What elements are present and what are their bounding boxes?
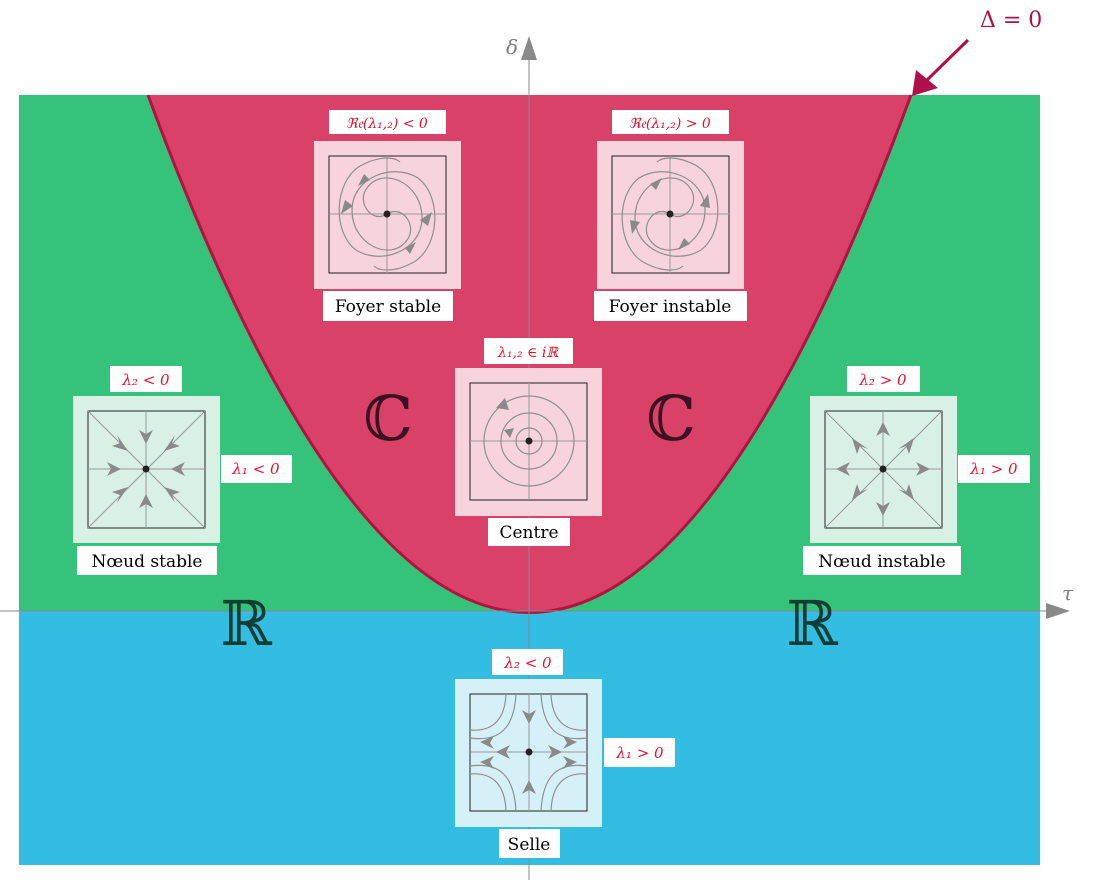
stable-node-portrait: λ₂ < 0 λ₁ < 0 Nœud stable	[73, 366, 292, 575]
delta-axis-label: δ	[506, 35, 518, 59]
real-symbol-right: ℝ	[786, 587, 838, 660]
tau-axis-label: τ	[1062, 581, 1074, 605]
stable-node-condition-right-box	[221, 455, 292, 483]
unstable-node-name: Nœud instable	[818, 552, 945, 572]
stable-focus-condition: ℜ𝔢(λ₁,₂) < 0	[346, 116, 428, 132]
annotation-arrow-line	[923, 38, 970, 84]
annotation-arrowhead	[912, 70, 938, 96]
center-condition-box	[484, 338, 573, 364]
unstable-node-condition-right-box	[958, 455, 1030, 483]
saddle-portrait: λ₂ < 0 λ₁ > 0 Selle	[455, 649, 675, 858]
unstable-focus-condition: ℜ𝔢(λ₁,₂) > 0	[629, 116, 711, 132]
unstable-node-name-box	[803, 546, 961, 575]
complex-symbol-right: ℂ	[646, 382, 695, 455]
center-condition: λ₁,₂ ∈ iℝ	[497, 345, 559, 361]
delta-axis-arrow	[521, 36, 537, 60]
unstable-node-condition-right: λ₁ > 0	[969, 460, 1018, 478]
stable-focus-name-box	[323, 291, 453, 321]
unstable-node-portrait: λ₂ > 0 λ₁ > 0 Nœud instable	[803, 366, 1030, 575]
stable-focus-name: Foyer stable	[335, 297, 441, 317]
delta-zero-annotation: Δ = 0	[980, 8, 1042, 33]
center-name-box	[488, 518, 570, 546]
stable-focus-portrait: ℜ𝔢(λ₁,₂) < 0 Foyer stable	[314, 110, 461, 321]
saddle-condition-top: λ₂ < 0	[503, 654, 552, 672]
real-symbol-left: ℝ	[220, 587, 272, 660]
stable-node-condition-top-box	[110, 366, 182, 392]
unstable-focus-portrait: ℜ𝔢(λ₁,₂) > 0 Foyer instable	[594, 110, 747, 321]
stable-focus-condition-box	[329, 110, 446, 134]
complex-symbol-left: ℂ	[363, 382, 412, 455]
saddle-name-box	[499, 829, 560, 858]
stable-node-name: Nœud stable	[92, 552, 203, 572]
saddle-condition-right: λ₁ > 0	[615, 744, 664, 762]
unstable-focus-name: Foyer instable	[609, 297, 732, 317]
stable-node-name-box	[77, 546, 217, 575]
center-portrait: λ₁,₂ ∈ iℝ Centre	[455, 338, 602, 546]
saddle-name: Selle	[508, 835, 551, 855]
tau-axis-arrow	[1046, 603, 1070, 619]
unstable-node-condition-top: λ₂ > 0	[858, 371, 907, 389]
unstable-focus-name-box	[594, 291, 747, 321]
center-name: Centre	[499, 523, 558, 543]
stable-node-condition-top: λ₂ < 0	[121, 371, 170, 389]
stable-node-condition-right: λ₁ < 0	[231, 460, 280, 478]
unstable-focus-condition-box	[612, 110, 729, 134]
saddle-condition-top-box	[492, 649, 563, 675]
saddle-condition-right-box	[604, 738, 675, 767]
unstable-node-condition-top-box	[847, 366, 920, 392]
